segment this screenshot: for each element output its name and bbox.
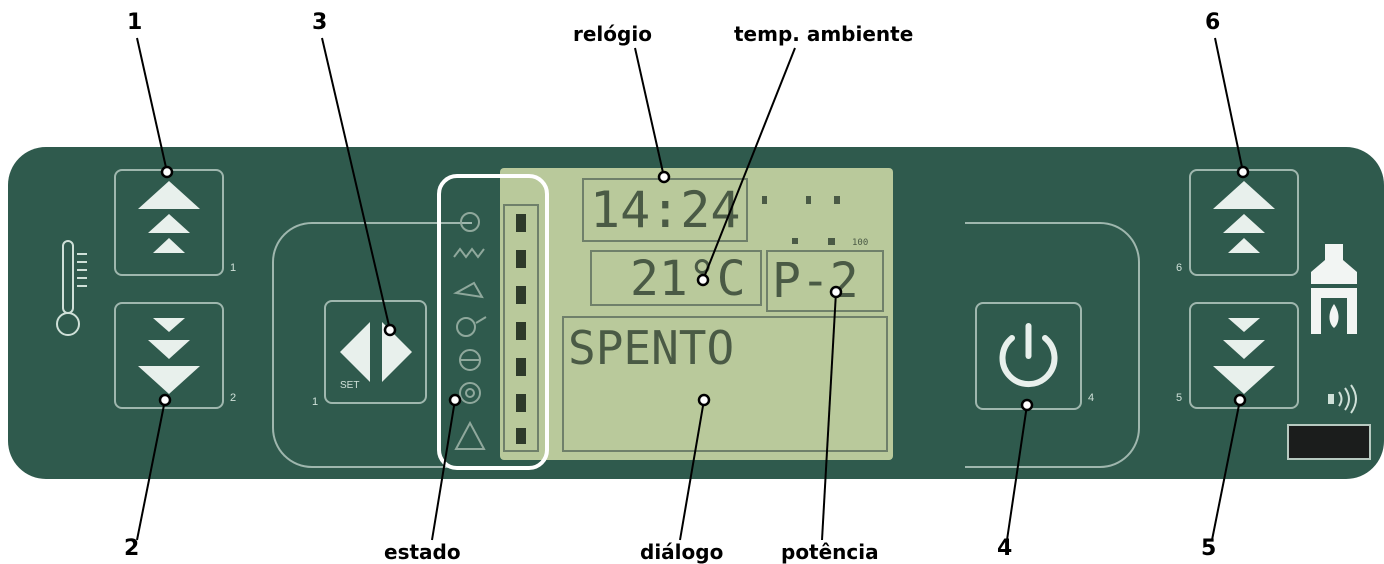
dialog-message: SPENTO <box>568 321 735 375</box>
down-arrows-icon <box>138 318 200 394</box>
callout-4: 4 <box>997 536 1013 561</box>
callout-state: estado <box>384 540 461 564</box>
power-down-button[interactable] <box>1189 302 1299 409</box>
callout-dialog: diálogo <box>640 540 724 564</box>
up-arrows-icon <box>138 181 200 253</box>
power-level-display: P-2 <box>772 253 859 309</box>
button-number-6: 6 <box>1176 262 1183 274</box>
callout-clock: relógio <box>573 22 652 46</box>
clock-display: 14:24 <box>590 181 741 239</box>
sound-icon <box>1326 384 1366 414</box>
temperature-down-button[interactable] <box>114 302 224 409</box>
callout-1: 1 <box>127 10 143 35</box>
callout-3: 3 <box>312 10 328 35</box>
up-arrows-icon <box>1213 181 1275 253</box>
button-number-3: 1 <box>312 396 319 408</box>
power-box <box>766 250 884 312</box>
power-up-button[interactable] <box>1189 169 1299 276</box>
callout-5: 5 <box>1201 536 1217 561</box>
callout-power: potência <box>781 540 879 564</box>
set-label: SET <box>340 380 360 391</box>
power-icon <box>999 323 1058 388</box>
button-number-1: 1 <box>230 262 237 274</box>
lcd-display <box>500 168 893 460</box>
thermometer-icon <box>55 236 95 346</box>
button-number-2: 2 <box>230 392 237 404</box>
state-icons <box>446 205 494 455</box>
temperature-up-button[interactable] <box>114 169 224 276</box>
state-highlight-frame <box>437 174 549 470</box>
segment-100-label: 100 <box>852 238 869 248</box>
set-frame <box>272 222 472 468</box>
indicator-dots <box>758 192 888 252</box>
down-arrows-icon <box>1213 318 1275 394</box>
ir-receiver <box>1287 424 1371 460</box>
temp-box <box>590 250 762 306</box>
callout-2: 2 <box>124 536 140 561</box>
segment-bars <box>503 204 539 452</box>
ambient-temperature-display: 21°C <box>630 251 746 307</box>
dialog-box <box>562 316 888 452</box>
fireplace-icon <box>1305 240 1363 340</box>
set-button[interactable]: SET <box>324 300 427 404</box>
button-number-5: 5 <box>1176 392 1183 404</box>
callout-6: 6 <box>1205 10 1221 35</box>
left-right-arrows-icon <box>340 322 412 382</box>
callout-temp: temp. ambiente <box>734 22 914 46</box>
button-number-4: 4 <box>1088 392 1095 404</box>
power-frame <box>965 222 1140 468</box>
